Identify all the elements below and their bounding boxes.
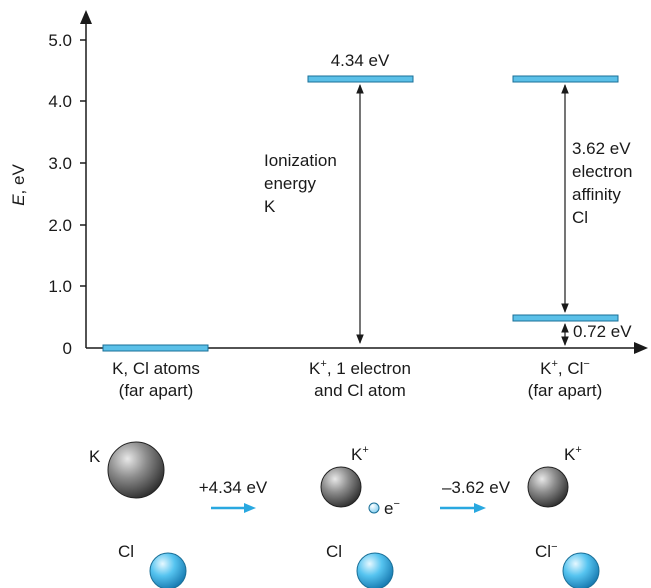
electron-icon: [368, 502, 380, 514]
affinity-label-2: affinity: [572, 185, 621, 204]
ionized-energy-value: 4.34 eV: [331, 51, 390, 70]
state-ions-line1: K+, Cl−: [540, 358, 590, 378]
tick-label-5: 5.0: [48, 31, 72, 50]
x-axis-arrow-icon: [634, 342, 648, 354]
step2-energy: –3.62 eV: [442, 478, 511, 497]
tick-label-2: 2.0: [48, 216, 72, 235]
level-ions-upper: [512, 75, 619, 83]
affinity-label-1: electron: [572, 162, 632, 181]
atom1-k-label: K: [89, 447, 101, 466]
atom1-cl-label: Cl: [118, 542, 134, 561]
tick-label-4: 4.0: [48, 92, 72, 111]
ionization-label-3: K: [264, 197, 276, 216]
level-ions-lower: [512, 314, 619, 322]
level-ionized: [307, 75, 414, 83]
tick-label-3: 3.0: [48, 154, 72, 173]
state-atoms-line2: (far apart): [119, 381, 194, 400]
electron-label: e−: [384, 498, 400, 518]
ionization-label-1: Ionization: [264, 151, 337, 170]
state-atoms-line1: K, Cl atoms: [112, 359, 200, 378]
potassium-ion-2-icon: [527, 466, 569, 508]
atom3-k-label: K+: [564, 444, 582, 464]
affinity-value: 3.62 eV: [572, 139, 631, 158]
step2-arrow-head-icon: [474, 503, 486, 513]
net-energy-value: 0.72 eV: [573, 322, 632, 341]
affinity-label-3: Cl: [572, 208, 588, 227]
tick-label-1: 1.0: [48, 277, 72, 296]
state-ionized-line2: and Cl atom: [314, 381, 406, 400]
state-ions-line2: (far apart): [528, 381, 603, 400]
y-axis-title: E, eV: [9, 164, 28, 206]
ionization-label-2: energy: [264, 174, 316, 193]
atom3-cl-label: Cl−: [535, 541, 558, 561]
potassium-ion-icon: [320, 466, 362, 508]
state-ionized-line1: K+, 1 electron: [309, 358, 411, 378]
potassium-atom-icon: [107, 441, 165, 499]
chloride-ion-icon: [562, 552, 600, 588]
chlorine-atom-icon: [149, 552, 187, 588]
y-axis-arrow-icon: [80, 10, 92, 24]
step1-arrow-head-icon: [244, 503, 256, 513]
step1-energy: +4.34 eV: [199, 478, 268, 497]
chlorine-atom-2-icon: [356, 552, 394, 588]
y-axis: [80, 10, 92, 348]
atom2-k-label: K+: [351, 444, 369, 464]
y-ticks: [80, 39, 86, 287]
atom2-cl-label: Cl: [326, 542, 342, 561]
tick-label-0: 0: [63, 339, 72, 358]
level-atoms: [102, 344, 209, 352]
